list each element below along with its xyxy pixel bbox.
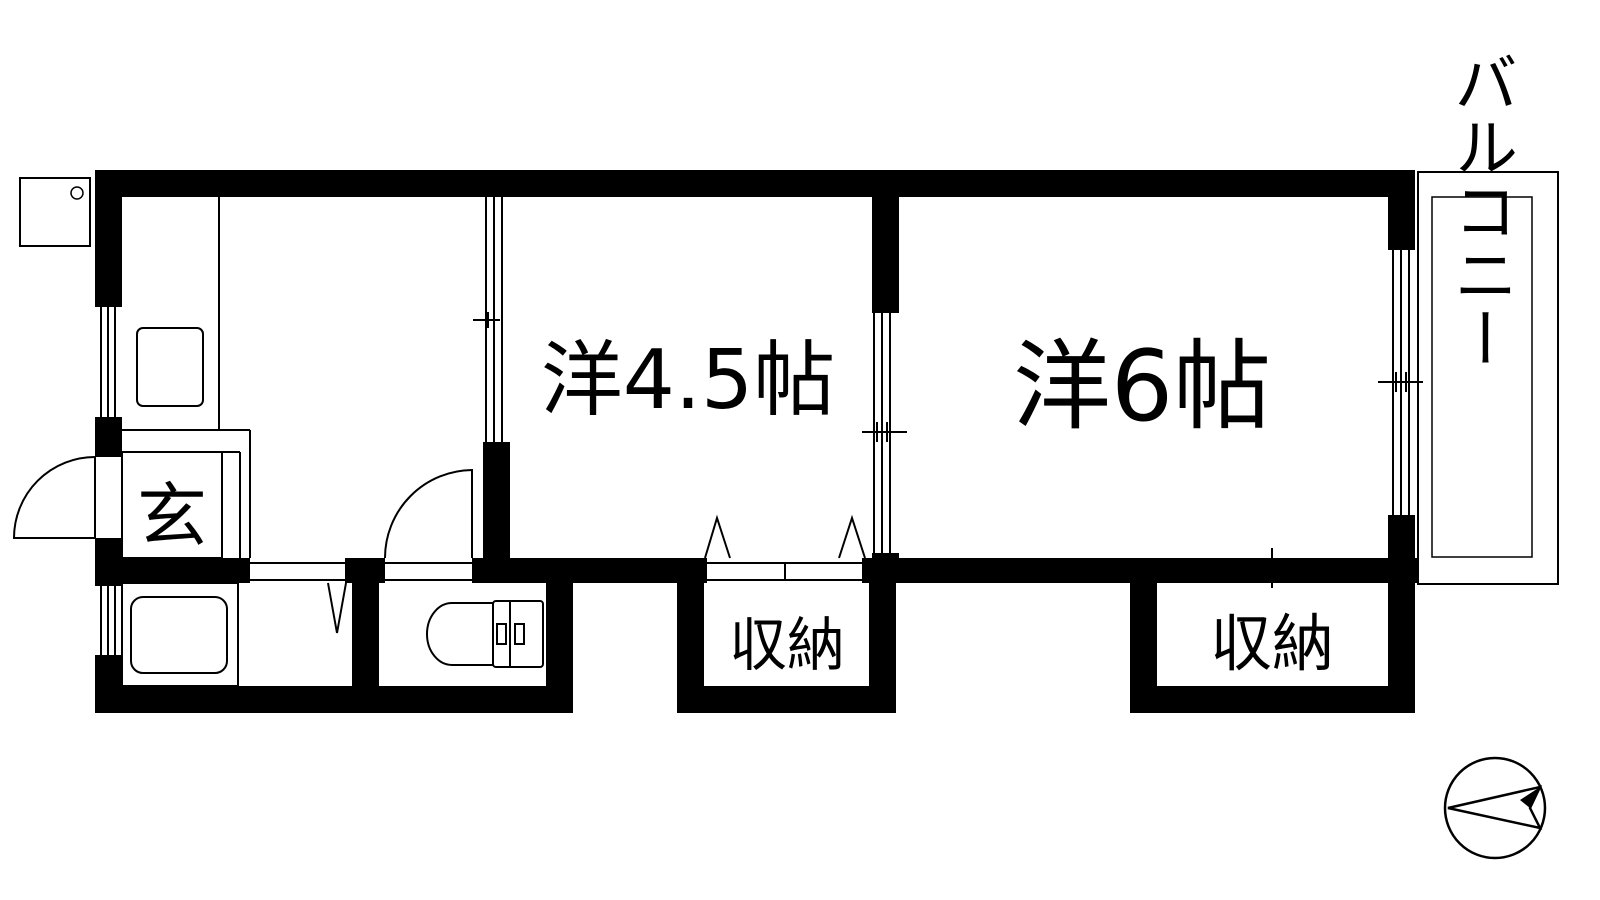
bath bbox=[121, 562, 347, 687]
bathtub-icon bbox=[130, 596, 228, 674]
entrance bbox=[12, 451, 241, 559]
walls bbox=[95, 170, 1417, 713]
toilet-room bbox=[384, 468, 544, 668]
room-western-6-label: 洋6帖 bbox=[1013, 330, 1271, 444]
storage-left-doors bbox=[704, 514, 869, 581]
windows bbox=[100, 250, 1410, 655]
north-arrow-icon bbox=[1443, 756, 1547, 860]
balcony: バルコニー bbox=[1417, 50, 1559, 585]
washing-machine-pan-icon bbox=[19, 177, 91, 247]
sliding-doors bbox=[473, 197, 1423, 588]
storage-right-label: 収納 bbox=[1210, 607, 1334, 680]
toilet-icon bbox=[426, 600, 544, 668]
kitchen-sink-icon bbox=[136, 327, 204, 407]
entrance-label: 玄 bbox=[137, 475, 207, 557]
balcony-label: バルコニー bbox=[1443, 50, 1517, 370]
kitchen-counter bbox=[122, 197, 251, 558]
storage-left-label: 収納 bbox=[729, 611, 845, 679]
room-western-4-5-label: 洋4.5帖 bbox=[541, 333, 835, 428]
